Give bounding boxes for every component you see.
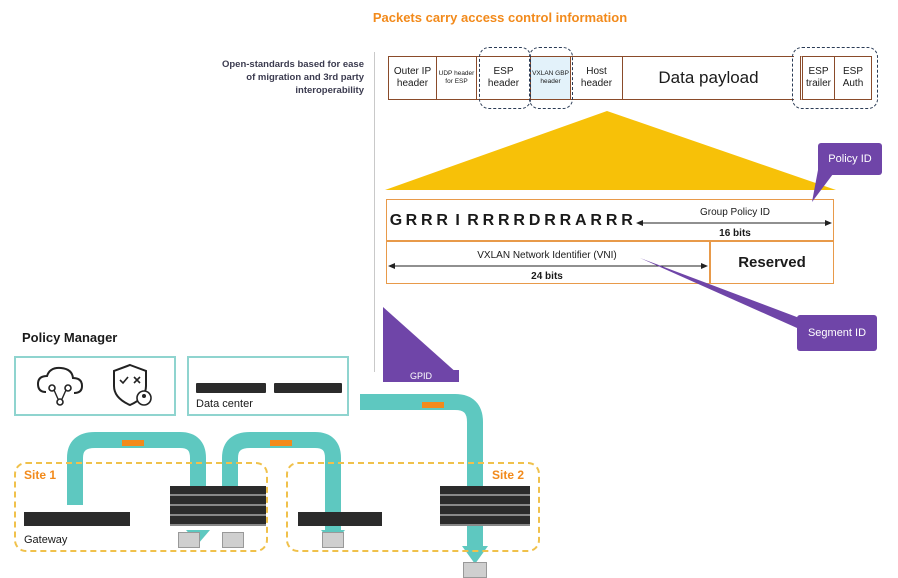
segment-id-callout: Segment ID [797, 315, 877, 351]
bit-flag: R [605, 212, 618, 229]
endpoint-device-1 [178, 532, 200, 548]
site-1-switch-stack [170, 486, 266, 526]
gateway-label: Gateway [24, 534, 68, 546]
group-policy-bits: 16 bits [719, 228, 751, 239]
subtitle-line-2: of migration and 3rd party [246, 72, 364, 83]
subtitle-line-1: Open-standards based for ease [221, 59, 364, 70]
packet-field-data-payload: Data payload [622, 56, 794, 100]
bit-flag: I [455, 212, 460, 229]
bit-flag: R [559, 212, 572, 229]
divider-line [374, 52, 375, 372]
gpid-triangle [383, 307, 458, 374]
policy-id-pointer [812, 170, 836, 202]
bit-flag: G [389, 212, 403, 229]
bit-flag: R [421, 212, 433, 229]
packet-field-udp: UDP header for ESP [436, 56, 476, 100]
bit-flag: R [467, 212, 479, 229]
packet-field-esp-auth: ESP Auth [834, 56, 872, 100]
cloud-network-icon [36, 366, 84, 406]
site-2-gateway-device [298, 512, 382, 526]
vni-row [386, 241, 834, 284]
policy-manager-title: Policy Manager [22, 330, 118, 345]
gateway-device [24, 512, 130, 526]
data-center-label: Data center [196, 398, 253, 410]
group-policy-label: Group Policy ID [699, 207, 771, 218]
expansion-triangle [385, 111, 836, 190]
gbp-bits-row [386, 199, 834, 241]
bit-flag: A [575, 212, 587, 229]
policy-manager-box [14, 356, 176, 416]
group-policy-arrow [636, 220, 832, 226]
subtitle-line-3: interoperability [295, 85, 364, 96]
data-center-box [187, 356, 349, 416]
bit-flag: R [498, 212, 510, 229]
site-2-label: Site 2 [492, 468, 525, 482]
site-2-switch-stack [440, 486, 530, 526]
data-center-switch-2 [274, 383, 342, 393]
bit-flag: R [436, 212, 448, 229]
reserved-label: Reserved [738, 254, 806, 271]
vni-label: VXLAN Network Identifier (VNI) [477, 250, 617, 261]
policy-id-callout: Policy ID [818, 143, 882, 175]
endpoint-device-3 [322, 532, 344, 548]
bit-flag: R [482, 212, 495, 229]
packet-field-host-header: Host header [570, 56, 622, 100]
bit-flag: D [528, 212, 541, 229]
bit-flag: R [405, 212, 418, 229]
bit-flag: R [621, 212, 633, 229]
bit-flag: R [590, 212, 602, 229]
packet-field-esp-trailer: ESP trailer [800, 56, 834, 100]
vni-bits: 24 bits [531, 271, 563, 282]
data-center-switch-1 [196, 383, 266, 393]
vni-arrow [388, 263, 708, 269]
bit-flag: R [513, 212, 525, 229]
reserved-divider [709, 241, 711, 284]
gpid-label: GPID [383, 370, 459, 382]
vxlan-highlight [529, 47, 573, 109]
subtitle: Open-standards based for ease of migrati… [192, 58, 364, 97]
packet-field-outer-ip: Outer IP header [388, 56, 436, 100]
esp-trailer-highlight [792, 47, 878, 109]
segment-id-pointer [640, 258, 810, 332]
bit-flag: R [544, 212, 556, 229]
esp-header-highlight [479, 47, 531, 109]
diagram-title: Packets carry access control information [372, 10, 628, 25]
packet-field-esp-header: ESP header [476, 56, 530, 100]
site-1-box [14, 462, 268, 552]
site-1-label: Site 1 [24, 468, 57, 482]
shield-policy-icon [113, 363, 152, 407]
endpoint-device-2 [222, 532, 244, 548]
site-2-box [286, 462, 540, 552]
